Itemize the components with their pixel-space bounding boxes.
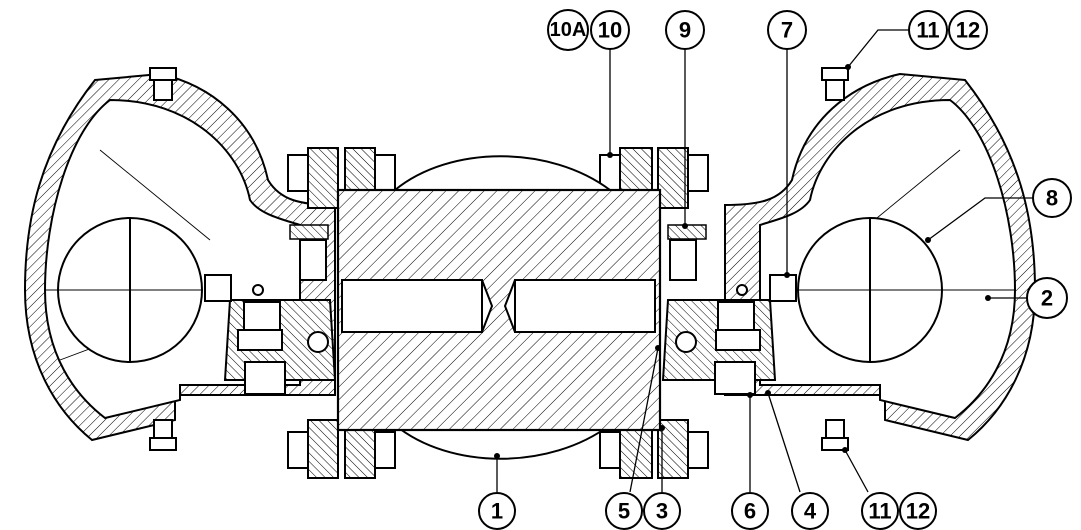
balloon-8-label: 8 [1046,186,1058,211]
balloon-1-label: 1 [491,499,503,524]
balloon-10-label: 10 [598,18,622,43]
balloon-11-top: 11 [908,10,948,50]
right-housing [724,72,1037,442]
balloon-9: 9 [665,10,705,50]
balloon-10a: 10A [547,9,589,51]
plug-bottom-left [149,419,177,451]
balloon-12-bottom-label: 12 [906,499,930,524]
balloon-1: 1 [478,492,516,530]
leader-lines [494,29,1035,493]
balloon-12-top: 12 [948,10,988,50]
balloon-4-label: 4 [804,499,817,524]
balloon-6: 6 [731,492,769,530]
plug-bottom-right [821,419,849,451]
balloon-6-label: 6 [744,499,756,524]
balloon-10a-label: 10A [550,19,587,41]
balloon-9-label: 9 [679,18,691,43]
left-housing [23,72,336,442]
left-actuator [204,224,337,395]
balloon-12-bottom: 12 [899,492,937,530]
balloon-11-bottom-label: 11 [868,499,891,524]
balloon-11-top-label: 11 [916,18,939,43]
balloon-2: 2 [1026,277,1068,319]
balloon-5-label: 5 [618,499,630,524]
balloon-5: 5 [605,492,643,530]
balloon-12-top-label: 12 [956,18,980,43]
flange-bolts [287,154,709,469]
balloon-3-label: 3 [656,499,668,524]
balloon-10: 10 [590,10,630,50]
plug-top-right [821,67,849,101]
balloon-8: 8 [1032,178,1072,218]
balloon-4: 4 [791,492,829,530]
balloon-7: 7 [767,10,807,50]
balloon-3: 3 [643,492,681,530]
balloon-11-bottom: 11 [861,492,899,530]
central-shaft [336,188,662,432]
balloon-7-label: 7 [781,18,793,43]
right-actuator [661,224,797,395]
balloon-2-label: 2 [1041,286,1053,311]
plug-top-left [149,67,177,101]
ball [392,155,614,460]
flanges [307,147,689,479]
